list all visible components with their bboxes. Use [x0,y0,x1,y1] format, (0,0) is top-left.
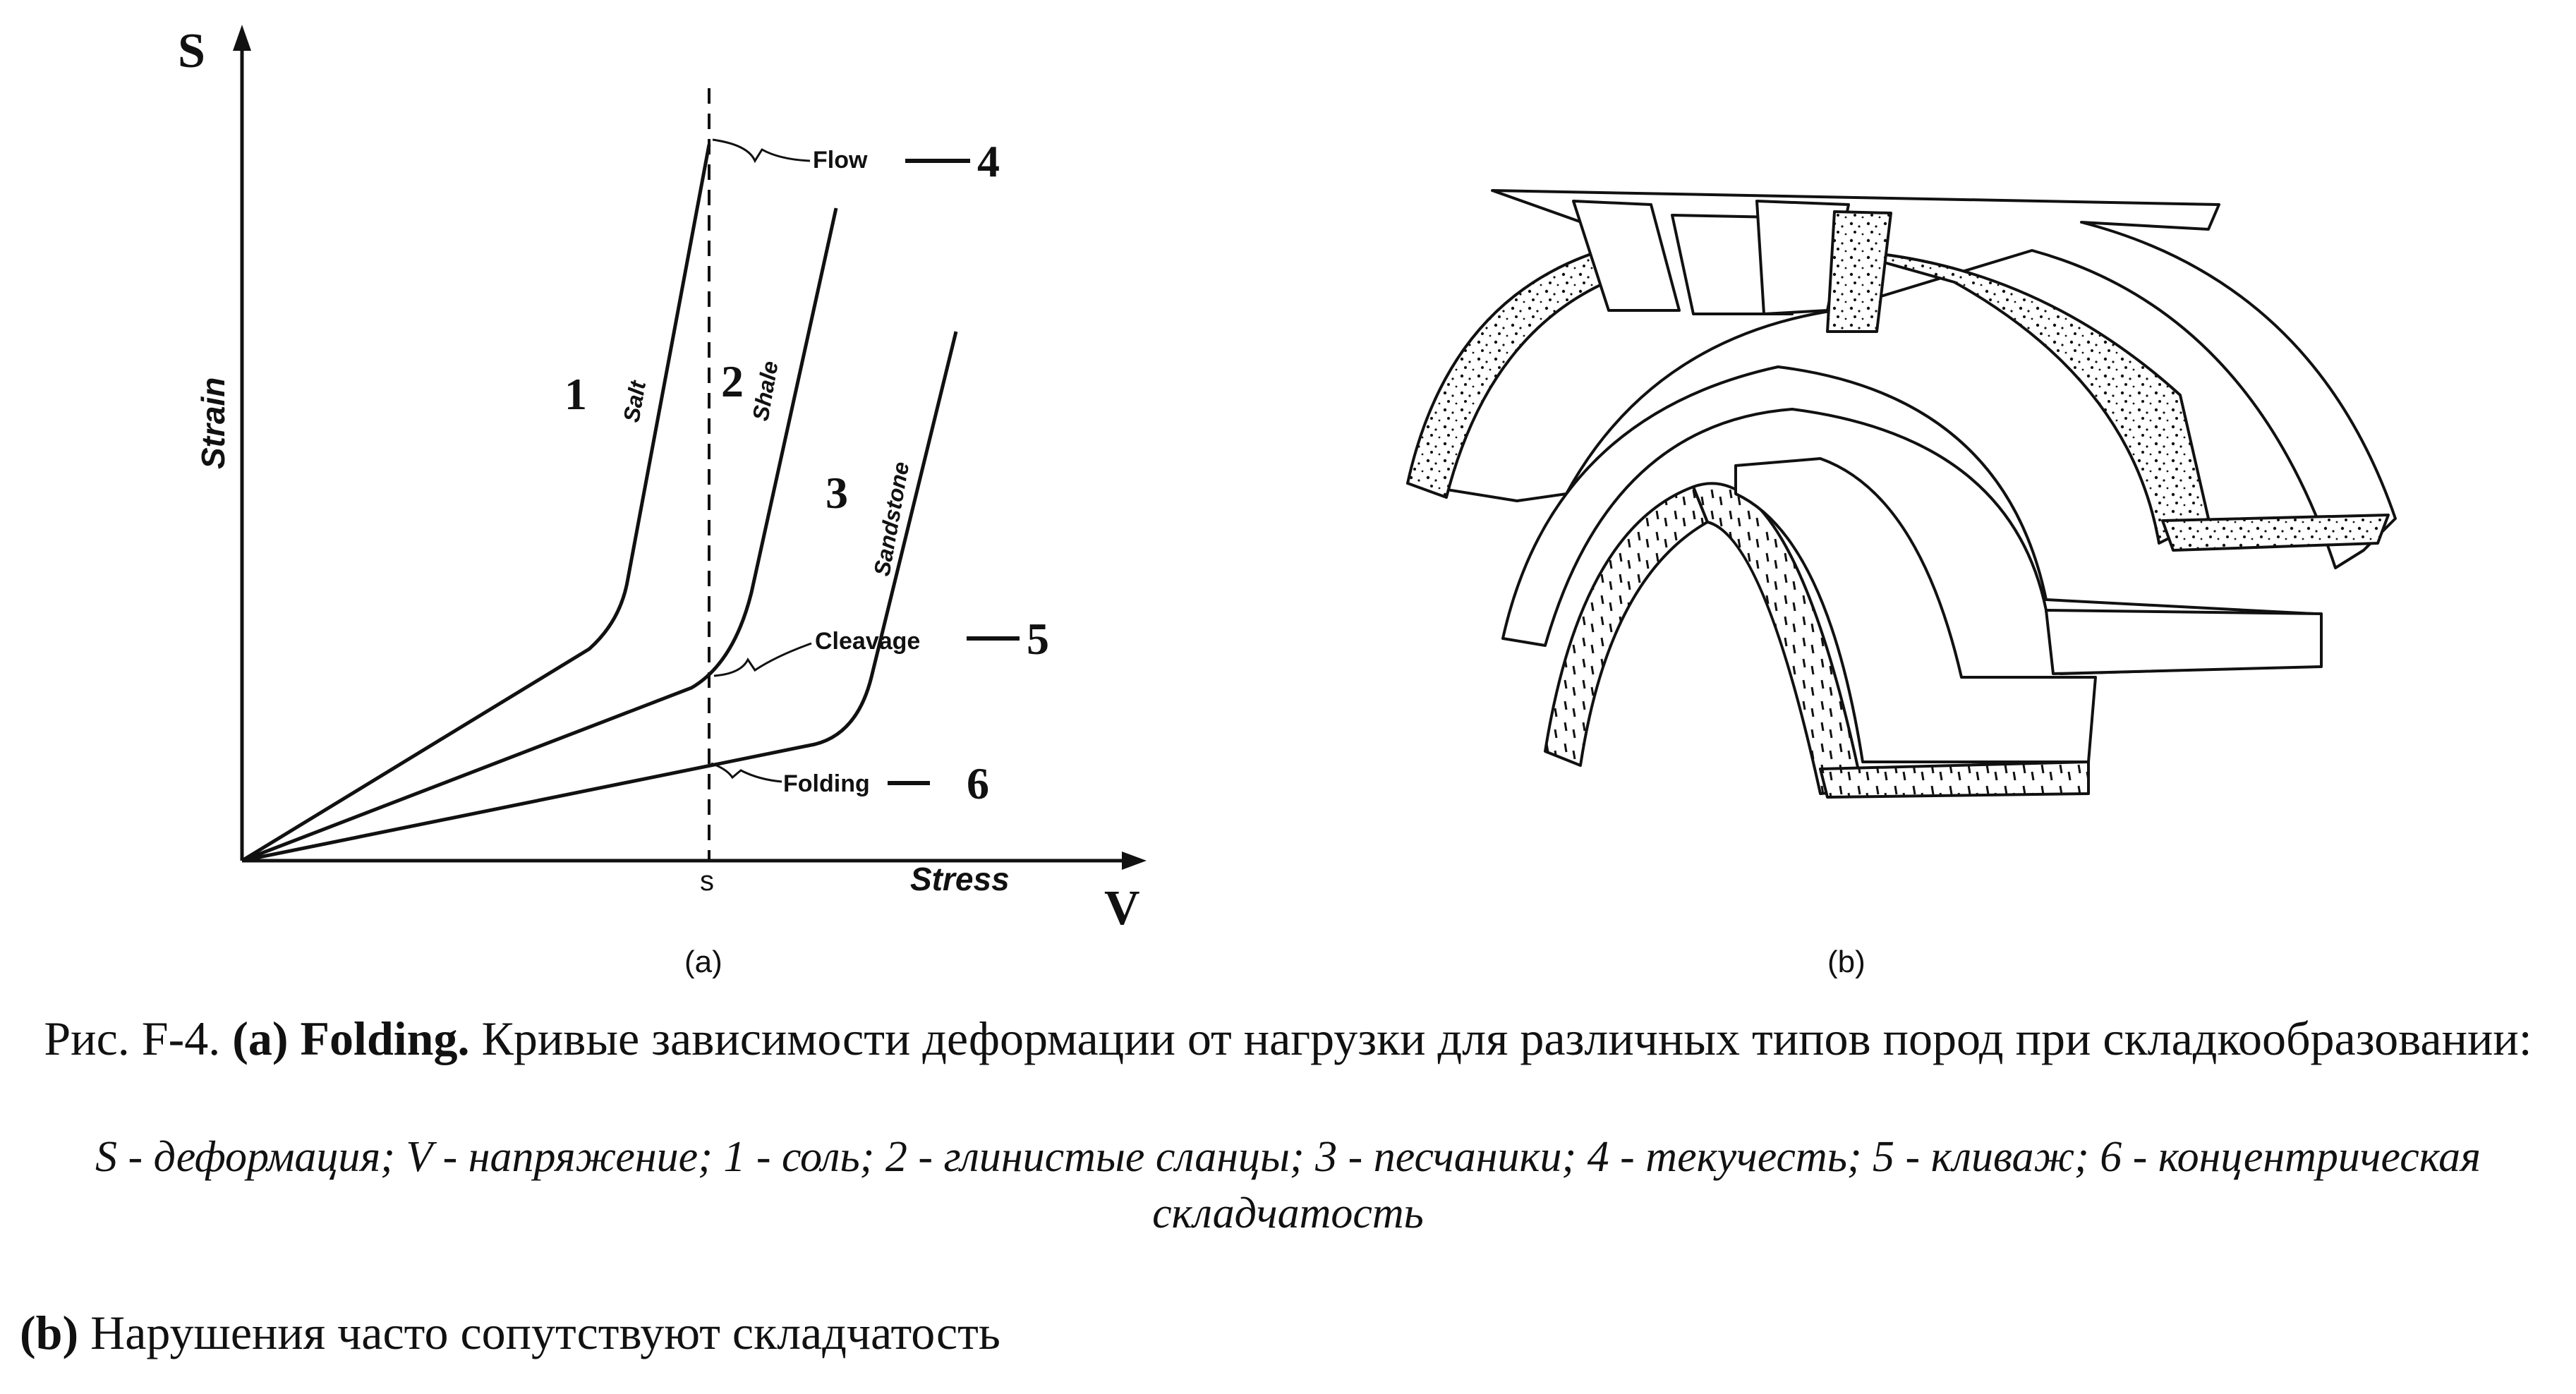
curve-sandstone [241,331,958,863]
x-axis-label: Stress [910,861,1010,897]
flow-pointer [712,138,811,164]
curve-1-name: Salt [618,378,651,424]
cleavage-label: Cleavage [815,628,920,655]
caption-legend: S - деформация; V - напряжение; 1 - соль… [95,1133,2481,1237]
folding-label: Folding [783,770,870,797]
middle-arch-front-slab [2045,609,2323,675]
curve-salt [241,144,711,863]
x-axis-letter: V [1104,881,1140,935]
folding-pointer [710,762,782,783]
note-b: (b) Нарушения часто сопутствуют складчат… [20,1305,1000,1361]
curve-3-name: Sandstone [869,460,914,578]
cleavage-number: 5 [1027,614,1049,664]
y-axis-label: Strain [195,377,231,469]
caption-text: Кривые зависимости деформации от нагрузк… [469,1012,2532,1065]
caption-bold: (a) Folding. [232,1012,470,1065]
inner-arch-outer [1734,457,2097,763]
x-axis-arrow [1122,851,1147,870]
figure-a-chart: S Strain V Stress s (a) 1 Salt 2 Shale 3… [178,24,1147,979]
outer-arch-bottom-stipple [2161,514,2390,552]
figure-b-diagram: (b) [1406,189,2397,979]
panel-label-b: (b) [1827,945,1866,979]
y-axis-arrow [233,25,251,51]
caption-prefix: Рис. F-4. [44,1012,233,1065]
y-axis-letter: S [178,24,205,78]
flow-number: 4 [977,136,1000,186]
curve-2-number: 2 [721,356,744,406]
inner-arch-base-slab [1819,760,2090,799]
curve-shale [241,207,838,863]
crest-block-4 [1826,210,1892,333]
curve-1-number: 1 [564,369,587,419]
folding-number: 6 [967,758,989,808]
note-bold: (b) [20,1306,79,1359]
panel-label-a: (a) [684,945,722,979]
curve-3-number: 3 [826,468,848,518]
cleavage-pointer [713,642,812,677]
flow-label: Flow [813,147,868,174]
curve-2-name: Shale [747,359,782,423]
crest-block-1 [1572,200,1681,312]
x-tick-s: s [700,866,714,897]
note-text: Нарушения часто сопутствуют складчатость [78,1306,1000,1359]
figure-caption: Рис. F-4. (a) Folding. Кривые зависимост… [28,1009,2548,1068]
